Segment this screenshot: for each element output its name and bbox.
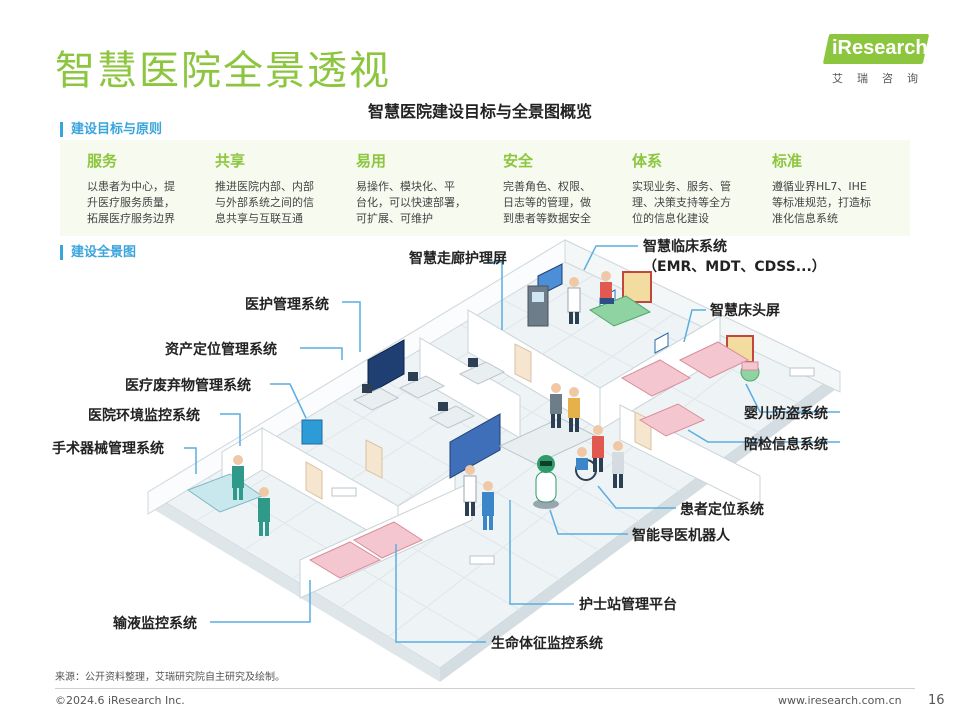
logo-text: iResearch bbox=[832, 37, 928, 59]
goal-desc-line: 与外部系统之间的信 bbox=[215, 196, 314, 209]
goal-sharing: 共享 推进医院内部、内部 与外部系统之间的信 息共享与互联互通 bbox=[215, 150, 314, 227]
website-link[interactable]: www.iresearch.com.cn bbox=[778, 694, 902, 707]
callout-vital-signs: 生命体征监控系统 bbox=[491, 636, 603, 652]
goal-desc-line: 以患者为中心，提 bbox=[87, 180, 175, 193]
goal-standard: 标准 遵循业界HL7、IHE 等标准规范，打造标 准化信息系统 bbox=[772, 150, 871, 227]
nurse-station-staff-2 bbox=[482, 481, 494, 530]
goal-desc-line: 易操作、模块化、平 bbox=[356, 180, 455, 193]
footer-divider bbox=[55, 688, 915, 689]
goal-desc-line: 等标准规范，打造标 bbox=[772, 196, 871, 209]
callout-leaders bbox=[184, 245, 840, 643]
callout-infusion-monitor: 输液监控系统 bbox=[113, 616, 197, 632]
goal-desc-line: 位的信息化建设 bbox=[632, 212, 709, 225]
goal-desc-line: 准化信息系统 bbox=[772, 212, 838, 225]
doctor bbox=[567, 277, 581, 324]
visitor-1 bbox=[550, 383, 562, 428]
desk-monitors bbox=[362, 358, 478, 411]
source-note: 来源：公开资料整理，艾瑞研究院自主研究及绘制。 bbox=[55, 672, 285, 683]
goal-title: 体系 bbox=[632, 152, 663, 170]
goal-title: 服务 bbox=[87, 152, 118, 170]
guide-robot bbox=[533, 455, 559, 509]
goal-title: 标准 bbox=[772, 152, 803, 170]
surgeon-2 bbox=[258, 487, 270, 536]
goal-security: 安全 完善角色、权限、 日志等的管理，做 到患者等数据安全 bbox=[503, 150, 591, 227]
goal-desc: 实现业务、服务、管 理、决策支持等全方 位的信息化建设 bbox=[632, 179, 731, 227]
goal-desc-line: 息共享与互联互通 bbox=[215, 212, 303, 225]
callout-clinical-system: 智慧临床系统 bbox=[643, 239, 727, 255]
panorama-section-label: 建设全景图 bbox=[60, 245, 136, 260]
goal-desc-line: 遵循业界HL7、IHE bbox=[772, 180, 867, 193]
iresearch-logo: iResearch 艾瑞咨询 bbox=[822, 30, 932, 86]
goal-service: 服务 以患者为中心，提 升医疗服务质量， 拓展医疗服务边界 bbox=[87, 150, 175, 227]
goal-desc: 推进医院内部、内部 与外部系统之间的信 息共享与互联互通 bbox=[215, 179, 314, 227]
goal-desc-line: 理、决策支持等全方 bbox=[632, 196, 731, 209]
logo-subtitle: 艾瑞咨询 bbox=[832, 72, 932, 85]
goal-desc-line: 可扩展、可维护 bbox=[356, 212, 433, 225]
goal-usability: 易用 易操作、模块化、平 台化，可以快速部署， 可扩展、可维护 bbox=[356, 150, 466, 227]
goal-desc-line: 升医疗服务质量， bbox=[87, 196, 175, 209]
page-number: 16 bbox=[928, 693, 945, 708]
callout-nurse-station: 护士站管理平台 bbox=[579, 597, 677, 613]
callout-guide-robot: 智能导医机器人 bbox=[632, 528, 730, 544]
goal-desc-line: 到患者等数据安全 bbox=[503, 212, 591, 225]
callout-infant-antitheft: 婴儿防盗系统 bbox=[744, 406, 828, 422]
goal-title: 安全 bbox=[503, 152, 534, 170]
family-visitor bbox=[612, 441, 624, 488]
goal-desc-line: 实现业务、服务、管 bbox=[632, 180, 731, 193]
callout-surgical-instruments: 手术器械管理系统 bbox=[52, 441, 164, 457]
doors bbox=[305, 343, 652, 500]
equipment bbox=[301, 285, 815, 565]
visitor-2 bbox=[568, 387, 580, 432]
copyright: ©2024.6 iResearch Inc. bbox=[55, 694, 185, 707]
goals-section-label: 建设目标与原则 bbox=[60, 122, 162, 137]
goal-title: 共享 bbox=[215, 152, 246, 170]
callout-escort-info: 陪检信息系统 bbox=[744, 437, 828, 453]
seated-patient bbox=[600, 271, 614, 304]
goal-desc: 易操作、模块化、平 台化，可以快速部署， 可扩展、可维护 bbox=[356, 179, 466, 227]
callout-care-management: 医护管理系统 bbox=[245, 297, 329, 313]
goal-desc: 遵循业界HL7、IHE 等标准规范，打造标 准化信息系统 bbox=[772, 179, 871, 227]
goal-desc-line: 推进医院内部、内部 bbox=[215, 180, 314, 193]
goal-desc-line: 日志等的管理，做 bbox=[503, 196, 591, 209]
goal-desc-line: 台化，可以快速部署， bbox=[356, 196, 466, 209]
callout-environment-monitor: 医院环境监控系统 bbox=[88, 408, 200, 424]
goal-system: 体系 实现业务、服务、管 理、决策支持等全方 位的信息化建设 bbox=[632, 150, 731, 227]
goals-panel: 服务 以患者为中心，提 升医疗服务质量， 拓展医疗服务边界 共享 推进医院内部、… bbox=[60, 140, 910, 236]
callout-bedside-screen: 智慧床头屏 bbox=[710, 303, 780, 319]
goal-desc-line: 拓展医疗服务边界 bbox=[87, 212, 175, 225]
goal-desc: 以患者为中心，提 升医疗服务质量， 拓展医疗服务边界 bbox=[87, 179, 175, 227]
callout-asset-location: 资产定位管理系统 bbox=[165, 342, 277, 358]
surgeon-1 bbox=[232, 455, 244, 500]
goal-desc-line: 完善角色、权限、 bbox=[503, 180, 591, 193]
people bbox=[232, 271, 624, 536]
callout-corridor-screen: 智慧走廊护理屏 bbox=[409, 251, 507, 267]
nurse-station-staff-1 bbox=[463, 465, 477, 516]
page-title: 智慧医院全景透视 bbox=[55, 48, 391, 94]
floor-edge-left bbox=[148, 492, 440, 682]
goal-title: 易用 bbox=[356, 152, 387, 170]
goal-desc: 完善角色、权限、 日志等的管理，做 到患者等数据安全 bbox=[503, 179, 591, 227]
callout-patient-location: 患者定位系统 bbox=[680, 502, 764, 518]
callout-medical-waste: 医疗废弃物管理系统 bbox=[125, 378, 251, 394]
page-subtitle: 智慧医院建设目标与全景图概览 bbox=[367, 102, 592, 121]
callout-clinical-system-sub: （EMR、MDT、CDSS...） bbox=[643, 259, 826, 275]
wheelchair-patient bbox=[575, 447, 597, 481]
